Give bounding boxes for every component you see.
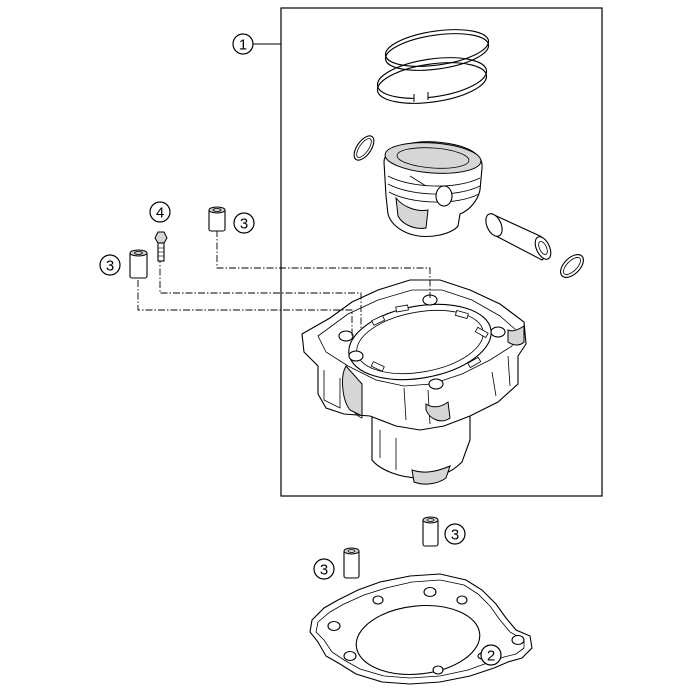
callout-4: 4 (149, 201, 171, 223)
callout-3-lower-left-number: 3 (320, 562, 328, 579)
dowel-sleeve-lower-left (343, 547, 360, 579)
callout-2-number: 2 (487, 648, 495, 665)
piston-pin-circlip-right (560, 254, 584, 278)
cylinder-base-gasket (309, 573, 533, 685)
dowel-sleeve-upper (208, 206, 226, 232)
callout-4-number: 4 (156, 205, 164, 222)
callout-3-lower-left: 3 (313, 558, 335, 580)
piston-pin-circlip-left (353, 135, 375, 161)
callout-3-upper-right: 3 (233, 212, 255, 234)
piston-pin (485, 213, 552, 261)
callout-1-number: 1 (239, 37, 247, 54)
stud-bolt (154, 231, 168, 262)
callout-3-left-number: 3 (106, 258, 114, 275)
callout-1: 1 (232, 33, 281, 55)
callout-3-left: 3 (99, 254, 121, 276)
piston (383, 141, 483, 237)
callout-3-lower-right: 3 (444, 523, 466, 545)
assembly-guide-lines (137, 230, 431, 338)
dowel-sleeve-lower-right (422, 516, 439, 547)
callout-2: 2 (480, 644, 502, 666)
callout-3-upper-right-number: 3 (240, 216, 248, 233)
callout-3-lower-right-number: 3 (451, 527, 459, 544)
piston-rings (376, 29, 490, 104)
cylinder (301, 279, 527, 485)
cylinder-kit-boundary (280, 7, 603, 497)
dowel-sleeve-left (129, 249, 148, 279)
